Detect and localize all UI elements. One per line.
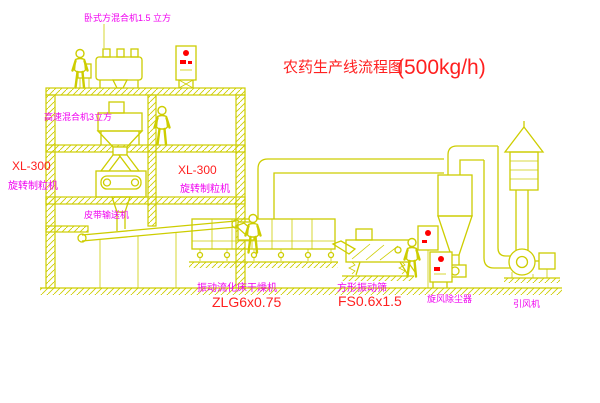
- label-high-speed-mixer: 高速混合机3立方: [44, 111, 112, 122]
- person-figure: [153, 105, 171, 146]
- vibrating-screen: [331, 228, 416, 281]
- indicator-light-icon: [425, 230, 431, 236]
- high-speed-mixer: [96, 101, 144, 148]
- fan-motor: [538, 252, 556, 270]
- building-frame: [45, 87, 246, 289]
- horizontal-mixer: [77, 24, 143, 89]
- label-screen-model: FS0.6x1.5: [338, 293, 402, 309]
- label-cyclone: 旋风除尘器: [427, 293, 472, 304]
- exhaust-duct: [257, 158, 444, 219]
- label-granulator-right: 旋转制粒机: [180, 182, 230, 195]
- fluid-bed-dryer: [189, 218, 338, 268]
- label-vibrating-screen: 方形振动筛: [337, 281, 387, 294]
- label-horizontal-mixer: 卧式方混合机1.5 立方: [84, 12, 171, 23]
- control-cabinet: [417, 225, 439, 288]
- belt-conveyor: [77, 219, 241, 288]
- control-cabinet: [429, 251, 453, 288]
- rotary-granulator: [95, 170, 147, 231]
- cyclone-outlet-duct: [447, 145, 512, 269]
- person-figure: [244, 213, 262, 254]
- y-splitter-pipe: [99, 146, 141, 172]
- label-belt-conveyor: 皮带输送机: [84, 209, 129, 220]
- ground-line: [40, 287, 562, 295]
- labels: 卧式方混合机1.5 立方 高速混合机3立方 XL-300 旋转制粒机 XL-30…: [8, 12, 540, 310]
- exhaust-stack: [503, 121, 545, 191]
- label-granulator-model-right: XL-300: [178, 163, 217, 177]
- screen-inlet-chute: [331, 240, 357, 255]
- label-fan: 引风机: [513, 298, 540, 309]
- label-granulator-left: 旋转制粒机: [8, 179, 58, 192]
- indicator-light-icon: [438, 256, 444, 262]
- indicator-light-icon: [183, 50, 189, 56]
- page-title-capacity: (500kg/h): [397, 56, 486, 79]
- label-dryer-model: ZLG6x0.75: [212, 294, 281, 310]
- label-fluid-bed-dryer: 振动流化床干燥机: [197, 281, 277, 294]
- induced-draft-fan: [504, 190, 560, 283]
- person-figure: [403, 237, 421, 278]
- control-cabinet: [175, 45, 197, 89]
- page-title: 农药生产线流程图: [283, 59, 403, 76]
- label-granulator-model-left: XL-300: [12, 159, 51, 173]
